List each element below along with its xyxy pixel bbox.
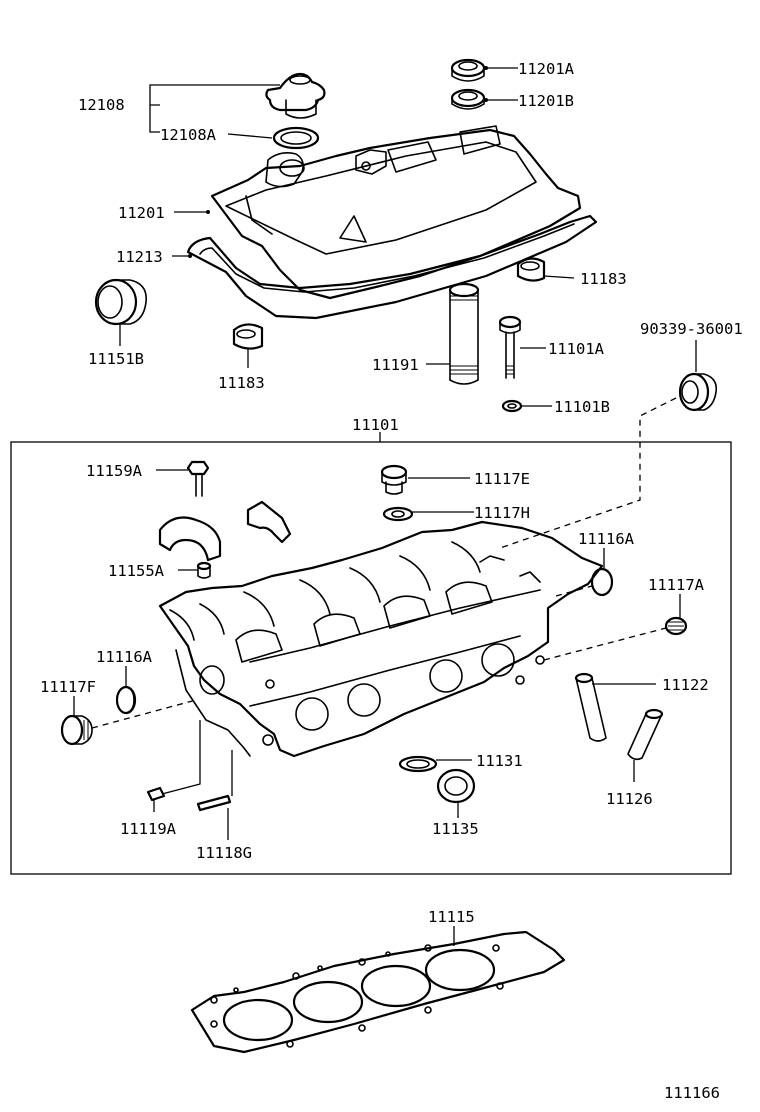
oil-filler-cap-12108[interactable] <box>265 72 326 119</box>
oil-seal-11201B[interactable] <box>450 88 486 110</box>
plug-11117A[interactable] <box>664 616 688 636</box>
dashed-guide-11117F <box>91 699 197 729</box>
label-11183-left: 11183 <box>218 374 265 392</box>
label-11101B: 11101B <box>554 398 610 416</box>
label-11213: 11213 <box>116 248 163 266</box>
plug-11116A-right[interactable] <box>590 567 614 597</box>
label-11191: 11191 <box>372 356 419 374</box>
plug-11116A-left[interactable] <box>115 685 137 715</box>
label-11122: 11122 <box>662 676 709 694</box>
straight-pin-11119A[interactable] <box>146 786 166 802</box>
camshaft-oil-seal-11151B[interactable] <box>94 278 147 326</box>
cylinder-head-casting[interactable] <box>158 520 604 758</box>
filler-cap-gasket-12108A[interactable] <box>272 126 320 150</box>
bracket-12108 <box>149 84 280 139</box>
label-11118G: 11118G <box>196 844 252 862</box>
label-11126: 11126 <box>606 790 653 808</box>
label-11135: 11135 <box>432 820 479 838</box>
dashed-guide-90339 <box>499 397 677 549</box>
gasket-11117H[interactable] <box>382 506 414 522</box>
label-11116A-right: 11116A <box>578 530 635 548</box>
label-11117H: 11117H <box>474 504 530 522</box>
valve-guide-bushing-11126[interactable] <box>627 708 664 761</box>
label-11151B: 11151B <box>88 350 144 368</box>
label-12108A: 12108A <box>160 126 217 144</box>
cover-grommet-11183-right[interactable] <box>516 257 546 282</box>
spark-plug-tube-seal-11201A[interactable] <box>450 58 486 82</box>
gasket-11131[interactable] <box>398 755 438 773</box>
cylinder-head-cover-11201[interactable] <box>210 125 582 300</box>
plug-11117E[interactable] <box>380 464 408 495</box>
leader-dot <box>484 66 488 70</box>
label-11117F: 11117F <box>40 678 96 696</box>
leader-11183-right <box>543 275 575 279</box>
label-11131: 11131 <box>476 752 523 770</box>
leader-11119A-guide <box>161 720 201 795</box>
label-11115: 11115 <box>428 908 475 926</box>
bolt-11159A[interactable] <box>186 460 210 497</box>
label-11183-right: 11183 <box>580 270 627 288</box>
cover-grommet-11183-left[interactable] <box>232 323 264 350</box>
label-11117A: 11117A <box>648 576 705 594</box>
dashed-guide-11117A <box>543 627 667 661</box>
spark-plug-tube-11191[interactable] <box>448 282 480 385</box>
label-11201: 11201 <box>118 204 165 222</box>
label-11155A: 11155A <box>108 562 165 580</box>
cylinder-head-gasket-11115[interactable] <box>190 930 566 1054</box>
label-90339-36001: 90339-36001 <box>640 320 743 338</box>
label-11119A: 11119A <box>120 820 177 838</box>
label-11159A: 11159A <box>86 462 143 480</box>
plug-11117F[interactable] <box>60 714 93 746</box>
cover-gasket-11213[interactable] <box>186 214 598 320</box>
label-12108: 12108 <box>78 96 125 114</box>
cylinder-head-subassembly-frame <box>10 441 732 875</box>
label-11116A-left: 11116A <box>96 648 153 666</box>
pin-11155A[interactable] <box>196 561 212 579</box>
gasket-11135[interactable] <box>436 768 476 804</box>
leader-dot <box>484 98 488 102</box>
diagram-reference-number: 111166 <box>664 1084 720 1102</box>
oil-seal-90339-36001[interactable] <box>678 372 718 412</box>
straight-pin-11118G[interactable] <box>196 794 232 812</box>
plate-washer-11101B[interactable] <box>501 399 523 413</box>
valve-guide-bushing-11122[interactable] <box>574 672 607 742</box>
label-11117E: 11117E <box>474 470 530 488</box>
camshaft-bearing-cap[interactable] <box>158 516 222 562</box>
label-11201A: 11201A <box>518 60 575 78</box>
camshaft-bearing-cap-small[interactable] <box>246 500 292 544</box>
label-11201B: 11201B <box>518 92 574 110</box>
head-bolt-11101A[interactable] <box>498 315 522 379</box>
label-11101A: 11101A <box>548 340 605 358</box>
leader-dot <box>206 210 210 214</box>
leader-dot <box>188 254 192 258</box>
label-11101: 11101 <box>352 416 399 434</box>
